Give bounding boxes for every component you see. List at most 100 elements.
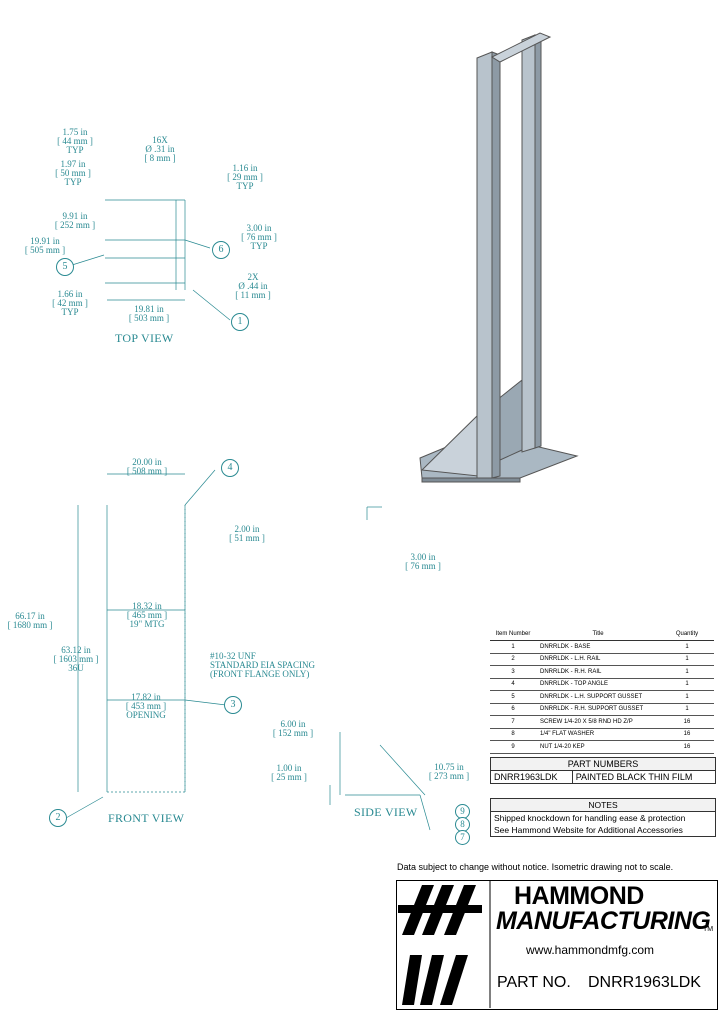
front-dim-18-32: 18.32 in [ 465 mm ] 19" MTG (122, 602, 172, 629)
dim-text: 36U (68, 663, 84, 673)
bom-item: 2 (490, 653, 536, 666)
table-row: DNRR1963LDK PAINTED BLACK THIN FILM (490, 770, 717, 784)
bom-item: 7 (490, 715, 536, 729)
bom-header-row: Item Number Title Quantity (490, 627, 714, 641)
front-dim-3-00: 3.00 in [ 76 mm ] (398, 553, 448, 571)
brand-name-line1: HAMMOND (514, 882, 644, 910)
side-view-label: SIDE VIEW (354, 805, 418, 819)
bom-qty: 1 (660, 690, 714, 704)
top-dim-1-75: 1.75 in [ 44 mm ] TYP (50, 128, 100, 155)
side-dim-10-75: 10.75 in [ 273 mm ] (424, 763, 474, 781)
dim-text: [ 465 mm ] (126, 610, 168, 620)
dim-text: 18.32 in (132, 601, 162, 611)
bom-qty: 16 (660, 740, 714, 754)
top-dim-19-81: 19.81 in [ 503 mm ] (124, 305, 174, 323)
bom-item: 3 (490, 665, 536, 679)
top-dim-16x-holes: 16X Ø .31 in [ 8 mm ] (137, 136, 183, 163)
front-dim-17-82: 17.82 in [ 453 mm ] OPENING (120, 693, 172, 720)
bom-title: 1/4" FLAT WASHER (536, 728, 660, 741)
balloon-1: 1 (231, 313, 249, 331)
dim-text: 3.00 in (410, 552, 436, 562)
dim-text: 16X (152, 135, 168, 145)
dim-text: [ 25 mm ] (271, 772, 307, 782)
dim-text: 6.00 in (280, 719, 306, 729)
dim-text: 2.00 in (234, 524, 260, 534)
dim-text: [ 508 mm ] (126, 466, 168, 476)
bom-title: DNRRLDK - L.H. RAIL (536, 653, 660, 666)
top-view-drawing (71, 199, 231, 321)
dim-text: 1.97 in (60, 159, 86, 169)
rack-top-angle (490, 32, 552, 63)
bom-header-title: Title (536, 627, 660, 641)
brand-name-line2: MANUFACTURING (496, 907, 711, 935)
bom-title: DNRRLDK - R.H. RAIL (536, 665, 660, 679)
dim-text: [ 152 mm ] (272, 728, 314, 738)
isometric-rack (419, 32, 579, 483)
bom-item: 4 (490, 678, 536, 691)
part-no-label: PART NO. (497, 974, 571, 991)
dim-text: Ø .31 in (145, 144, 175, 154)
dim-text: [ 505 mm ] (24, 245, 66, 255)
balloon-6: 6 (212, 241, 230, 259)
dim-text: [ 29 mm ] (227, 172, 263, 182)
part-number-cell: DNRR1963LDK (490, 770, 573, 784)
bom-item: 5 (490, 690, 536, 704)
note-line: See Hammond Website for Additional Acces… (494, 825, 683, 835)
bom-qty: 16 (660, 728, 714, 741)
dim-text: 1.75 in (62, 127, 88, 137)
balloon-2: 2 (49, 809, 67, 827)
note-line: Shipped knockdown for handling ease & pr… (494, 813, 686, 823)
trademark-mark: TM (703, 926, 714, 933)
rack-right-upright-face (534, 34, 542, 449)
rack-left-upright (476, 51, 493, 479)
front-dim-66-17: 66.17 in [ 1680 mm ] (4, 612, 56, 630)
note-text: (FRONT FLANGE ONLY) (210, 669, 310, 679)
dim-text: 19" MTG (129, 619, 165, 629)
dim-text: 2X (247, 272, 259, 282)
front-dim-20-00: 20.00 in [ 508 mm ] (122, 458, 172, 476)
rack-base-side (421, 477, 521, 483)
website-url[interactable]: www.hammondmfg.com (526, 943, 655, 957)
top-dim-1-66: 1.66 in [ 42 mm ] TYP (45, 290, 95, 317)
dim-text: TYP (66, 145, 84, 155)
dim-text: 1.00 in (276, 763, 302, 773)
bom-item: 1 (490, 640, 536, 654)
dim-text: [ 1603 mm ] (53, 654, 99, 664)
dim-text: Ø .44 in (238, 281, 268, 291)
dim-text: [ 76 mm ] (405, 561, 441, 571)
dim-text: 3.00 in (246, 223, 272, 233)
bom-qty: 1 (660, 678, 714, 691)
dim-text: [ 51 mm ] (229, 533, 265, 543)
top-view-label: TOP VIEW (115, 331, 174, 345)
front-eia-note: #10-32 UNF STANDARD EIA SPACING (FRONT F… (210, 652, 315, 679)
dim-text: 63.12 in (61, 645, 91, 655)
notes-box: NOTES Shipped knockdown for handling eas… (490, 798, 716, 837)
dim-text: [ 273 mm ] (428, 771, 470, 781)
rack-right-upright (521, 34, 536, 453)
top-dim-3-00: 3.00 in [ 76 mm ] TYP (236, 224, 282, 251)
top-dim-2x-holes: 2X Ø .44 in [ 11 mm ] (228, 273, 278, 300)
front-dim-63-12: 63.12 in [ 1603 mm ] 36U (50, 646, 102, 673)
bom-title: DNRRLDK - BASE (536, 640, 660, 654)
dim-text: TYP (64, 177, 82, 187)
balloon-7: 7 (455, 830, 470, 845)
bom-title: SCREW 1/4-20 X 5/8 RND HD Z/P (536, 715, 660, 729)
note-text: #10-32 UNF (210, 651, 256, 661)
dim-text: [ 44 mm ] (57, 136, 93, 146)
dim-text: TYP (236, 181, 254, 191)
bom-title: NUT 1/4-20 KEP (536, 740, 660, 754)
front-view-label: FRONT VIEW (108, 811, 185, 825)
part-numbers-header: PART NUMBERS (490, 757, 716, 771)
bom-qty: 1 (660, 653, 714, 666)
bom-header-item: Item Number (490, 627, 536, 641)
dim-text: [ 11 mm ] (235, 290, 271, 300)
dim-text: TYP (61, 307, 79, 317)
disclaimer-text: Data subject to change without notice. I… (397, 862, 674, 872)
